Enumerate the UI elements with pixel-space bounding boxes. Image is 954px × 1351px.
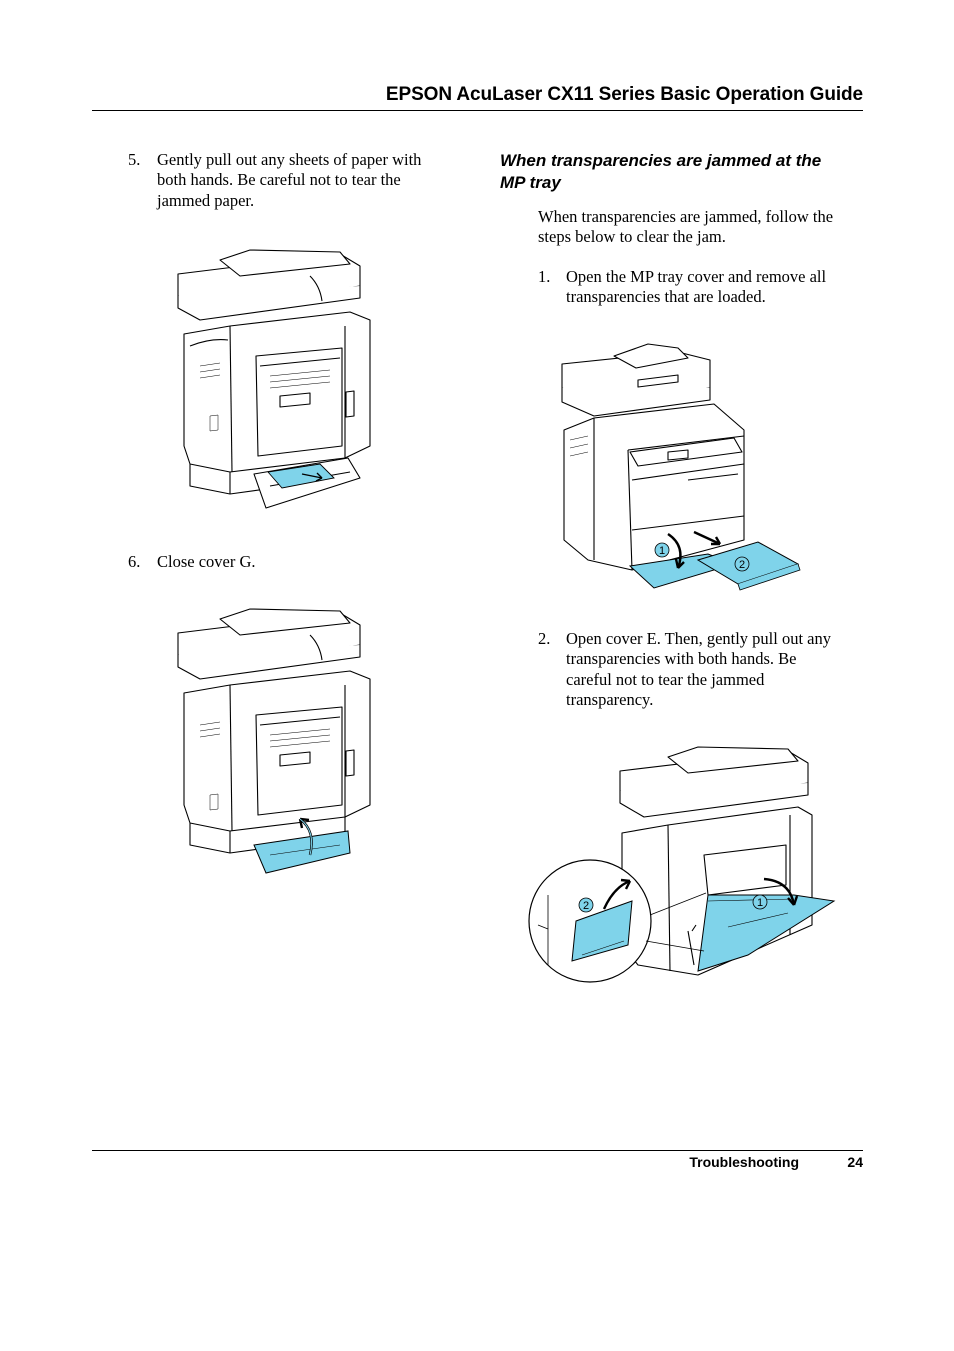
step-6-text: Close cover G.	[157, 552, 256, 571]
step-5-number: 5.	[128, 150, 141, 169]
footer-section-name: Troubleshooting	[689, 1154, 799, 1170]
step-5-line: jammed paper.	[157, 190, 255, 210]
step-6: 6. Close cover G.	[128, 552, 458, 572]
callout-number-2: 2	[583, 900, 589, 912]
step-5: 5. Gently pull out any sheets of paper w…	[128, 150, 458, 211]
callout-number-1: 1	[757, 897, 763, 909]
step-1-line: Open the MP tray cover and remove all	[566, 267, 827, 286]
step-6-number: 6.	[128, 552, 141, 571]
intro-line: steps below to clear the jam.	[538, 227, 726, 247]
section-heading: When transparencies are jammed at the MP…	[500, 150, 865, 193]
page-header-title: EPSON AcuLaser CX11 Series Basic Operati…	[385, 84, 863, 105]
step-1: 1. Open the MP tray cover and remove all…	[538, 267, 868, 308]
step-5-line: both hands. Be careful not to tear the	[157, 170, 401, 190]
step-2: 2. Open cover E. Then, gently pull out a…	[538, 629, 868, 710]
header-rule	[92, 110, 863, 111]
step-2-line: transparencies with both hands. Be	[566, 649, 797, 669]
footer-rule	[92, 1150, 863, 1151]
section-heading-line: MP tray	[500, 172, 561, 192]
intro-line: When transparencies are jammed, follow t…	[538, 207, 834, 226]
step-1-number: 1.	[538, 267, 551, 286]
step-2-line: transparency.	[566, 689, 654, 709]
figure-pull-out-paper	[170, 246, 380, 516]
step-2-line: Open cover E. Then, gently pull out any	[566, 629, 832, 648]
figure-close-cover-g	[170, 605, 380, 880]
section-heading-line: When transparencies are jammed at the	[500, 151, 822, 170]
callout-number-2: 2	[739, 559, 745, 571]
figure-open-mp-tray: 1 2	[558, 340, 808, 595]
intro-paragraph: When transparencies are jammed, follow t…	[538, 207, 868, 248]
step-2-line: careful not to tear the jammed	[566, 669, 765, 689]
step-2-number: 2.	[538, 629, 551, 648]
page-number: 24	[847, 1154, 863, 1170]
step-5-line: Gently pull out any sheets of paper with	[157, 150, 422, 169]
callout-number-1: 1	[659, 545, 665, 557]
step-1-line: transparencies that are loaded.	[566, 287, 766, 307]
figure-open-cover-e: 1 2	[528, 745, 838, 985]
